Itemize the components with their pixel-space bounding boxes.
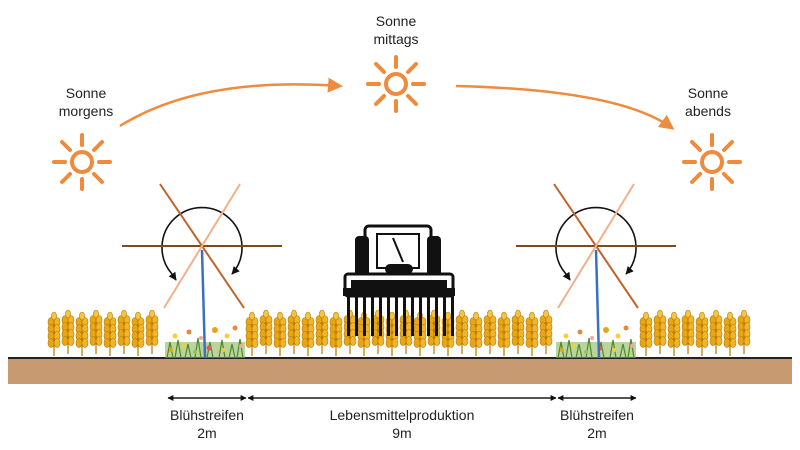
zone-name: Blühstreifen <box>170 407 244 423</box>
zone-width: 9m <box>392 425 412 441</box>
soil <box>8 358 792 384</box>
zone-name: Blühstreifen <box>560 407 634 423</box>
zone-label-flower-strip-left: Blühstreifen 2m <box>147 406 267 442</box>
zone-width: 2m <box>197 425 217 441</box>
wheat-field-right <box>639 309 751 357</box>
wheat-field-center <box>245 309 553 357</box>
wheat-field-left <box>47 309 159 357</box>
sun-label-line1: Sonne <box>65 85 107 101</box>
tractor-icon <box>343 224 455 336</box>
sun-label-evening: Sonne abends <box>672 84 744 120</box>
zone-name: Lebensmittelproduktion <box>329 407 475 423</box>
sun-icon <box>366 55 426 113</box>
sun-label-line2: mittags <box>373 31 419 47</box>
zone-width: 2m <box>587 425 607 441</box>
sun-label-line1: Sonne <box>375 13 417 29</box>
sun-label-line2: morgens <box>58 103 114 119</box>
sun-path-arrow-right <box>455 84 675 130</box>
flower-strip-icon <box>555 324 637 359</box>
sun-label-line1: Sonne <box>687 85 729 101</box>
zone-label-food-production: Lebensmittelproduktion 9m <box>302 406 502 442</box>
sun-path-arrow-left <box>119 77 343 128</box>
zone-label-flower-strip-right: Blühstreifen 2m <box>537 406 657 442</box>
sun-icon <box>52 133 112 191</box>
sun-label-line2: abends <box>685 103 731 119</box>
sun-label-noon: Sonne mittags <box>360 12 432 48</box>
sun-icon <box>682 133 742 191</box>
sun-label-morning: Sonne morgens <box>50 84 122 120</box>
